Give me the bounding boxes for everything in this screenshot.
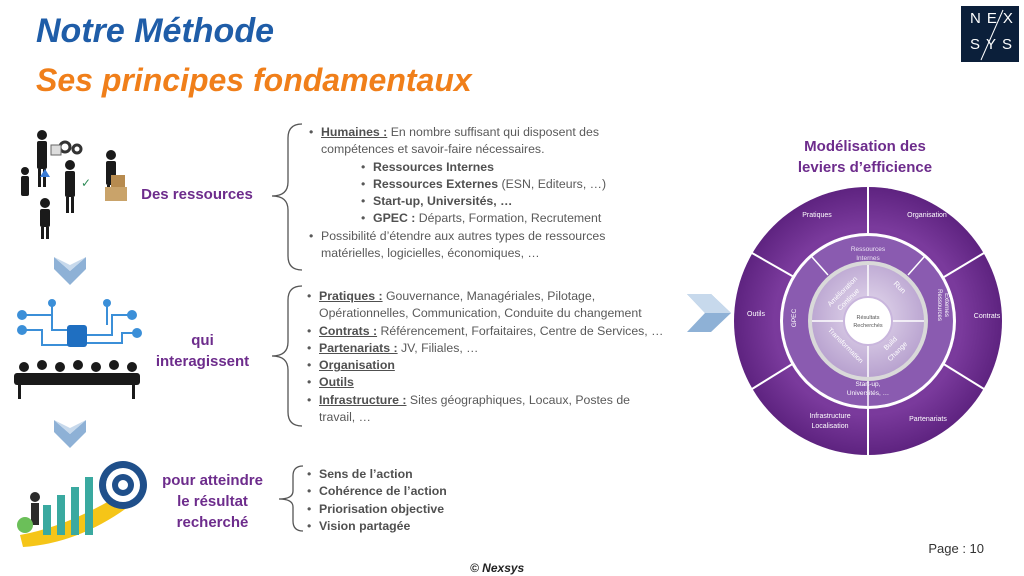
target-goal-illustration [17,461,147,547]
nexsys-logo: NEX SYS [961,6,1019,62]
center-circle [843,296,893,346]
logo-line-1: NEX [970,10,1019,27]
down-arrow-icon [54,420,86,448]
wheel-title-line-2: leviers d’efficience [797,159,933,176]
logo-slash-icon [980,9,1004,61]
logo-line-2: SYS [970,36,1019,53]
business-people-illustration: ✓ [21,130,127,239]
center-label-2: Recherchés [853,323,883,329]
page-title: Notre Méthode [36,12,274,50]
outer-label-outils: Outils [747,311,765,318]
result-label-1: pour atteindre [162,472,263,489]
svg-text:✓: ✓ [81,176,91,190]
outer-label-organisation: Organisation [907,212,947,219]
curly-brace-2 [271,285,303,427]
outer-label-pratiques: Pratiques [802,212,832,219]
page-number: Page : 10 [928,541,984,556]
middle-label-re-2: Externes [943,293,949,317]
middle-label-su-1: Start-up, [856,381,881,388]
interactions-list: •Pratiques : Gouvernance, Managériales, … [307,289,664,425]
middle-label-su-2: Universités, … [847,390,889,397]
right-arrow-icon [687,294,731,332]
page-subtitle: Ses principes fondamentaux [36,62,472,98]
efficiency-levers-wheel: Pratiques Organisation Contrats Partenar… [734,187,1002,455]
middle-label-ri-1: Ressources [851,246,886,253]
wheel-title-line-1: Modélisation des [804,138,926,155]
interact-label-2: interagissent [155,353,250,370]
wheel-title: Modélisation des leviers d’efficience [760,136,970,178]
outer-label-contrats: Contrats [974,313,1001,320]
curly-brace-1 [271,123,303,271]
outer-label-localisation: Localisation [812,423,849,430]
results-list: •Sens de l’action •Cohérence de l’action… [307,467,447,533]
network-meeting-illustration [14,299,142,399]
center-label-1: Résultats [857,315,880,321]
outer-label-partenariats: Partenariats [909,416,947,423]
curly-brace-3 [278,465,304,532]
middle-label-ri-2: Internes [856,255,880,262]
result-label-2: le résultat [177,493,248,510]
copyright: © Nexsys [470,561,525,575]
down-arrow-icon [54,257,86,285]
outer-label-infrastructure: Infrastructure [809,413,850,420]
result-label-3: recherché [176,514,249,531]
middle-label-gpec: GPEC [791,308,798,327]
middle-label-re-1: Ressources [936,289,942,321]
interact-label-1: qui [191,332,214,349]
resources-label: Des ressources [141,186,253,203]
resources-list: •Humaines : En nombre suffisant qui disp… [309,125,607,261]
